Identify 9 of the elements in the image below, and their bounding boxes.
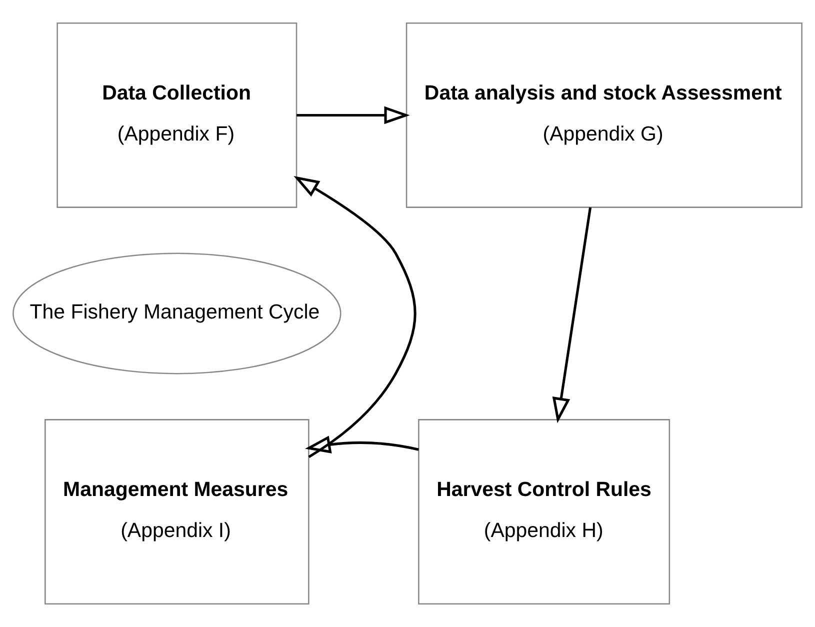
- node-box: Management Measures (Appendix I): [44, 419, 310, 605]
- arrow: [305, 436, 419, 454]
- arrow: [294, 176, 416, 458]
- arrow: [296, 106, 410, 124]
- arrow: [552, 207, 592, 424]
- node-box: Data analysis and stock Assessment (Appendix G): [406, 22, 802, 208]
- node-box: Harvest Control Rules (Appendix H): [418, 419, 670, 605]
- node-ellipse: The Fishery Management Cycle: [12, 252, 342, 374]
- node-box: Data Collection (Appendix F): [56, 22, 298, 208]
